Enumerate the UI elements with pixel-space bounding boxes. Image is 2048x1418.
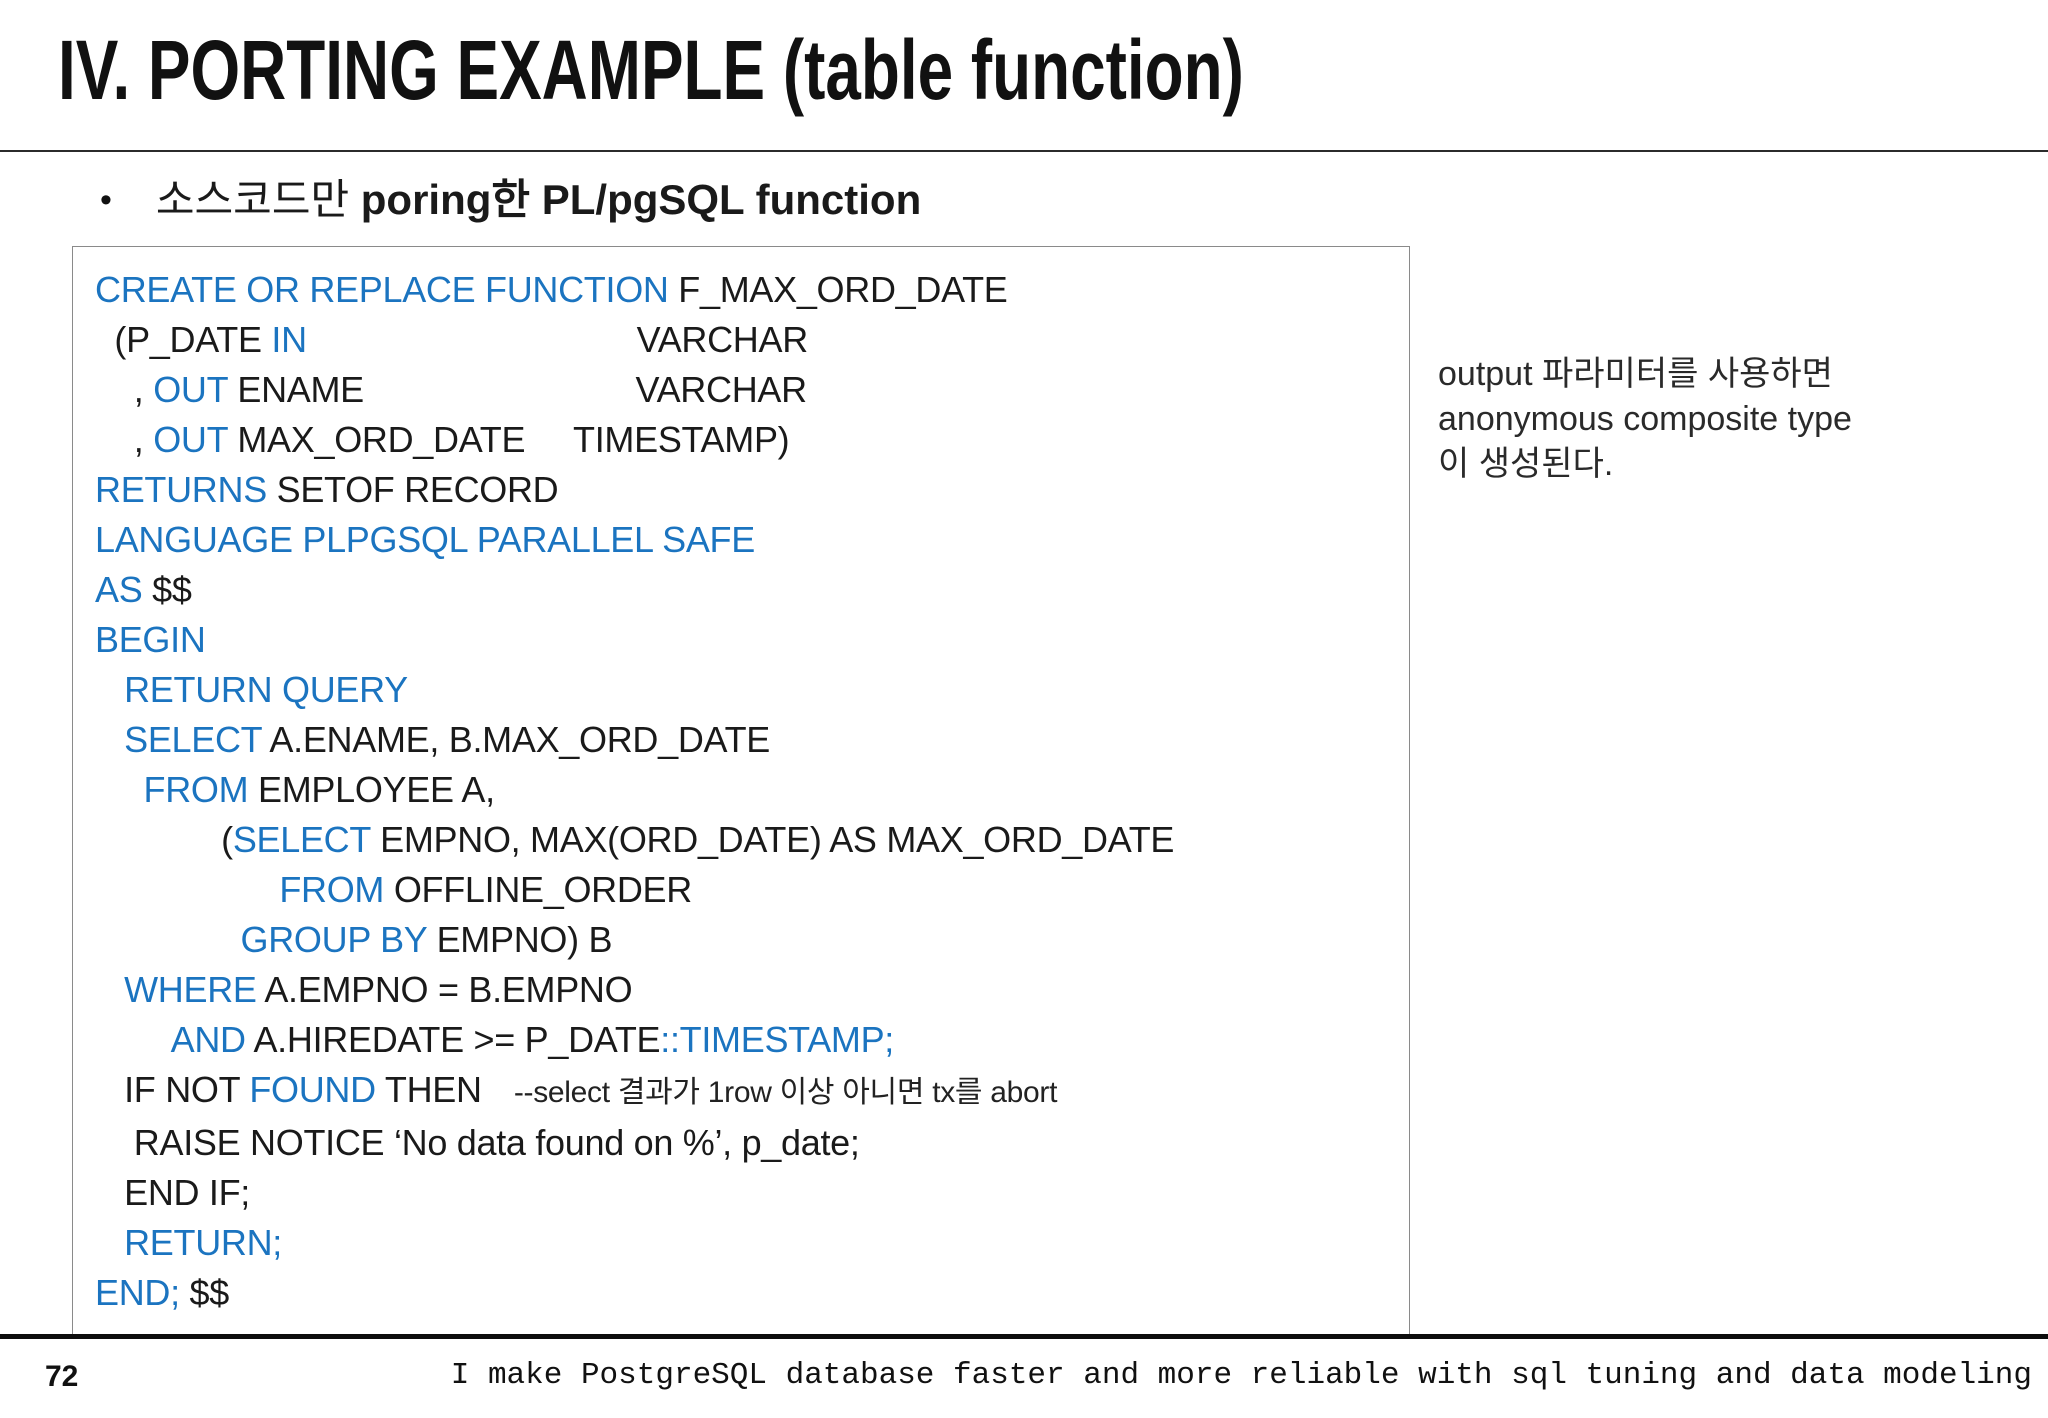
code-line: AND A.HIREDATE >= P_DATE::TIMESTAMP;	[95, 1015, 1409, 1065]
code-text: EMPNO) B	[426, 919, 613, 960]
note-line: anonymous composite type	[1438, 400, 1852, 438]
code-line: CREATE OR REPLACE FUNCTION F_MAX_ORD_DAT…	[95, 265, 1409, 315]
code-keyword: LANGUAGE PLPGSQL PARALLEL SAFE	[95, 519, 755, 560]
code-line: AS $$	[95, 565, 1409, 615]
code-line: WHERE A.EMPNO = B.EMPNO	[95, 965, 1409, 1015]
code-text: (	[95, 819, 233, 860]
code-text: ENAME VARCHAR	[227, 369, 807, 410]
page-title: IV. PORTING EXAMPLE (table function)	[58, 23, 1244, 117]
code-panel: CREATE OR REPLACE FUNCTION F_MAX_ORD_DAT…	[72, 246, 1410, 1334]
code-text: EMPLOYEE A,	[248, 769, 495, 810]
note-line: 이 생성된다.	[1438, 445, 1614, 483]
code-text: ,	[95, 419, 154, 460]
code-keyword: FROM	[143, 769, 249, 810]
code-text: $$	[142, 569, 192, 610]
code-keyword: SELECT	[124, 719, 262, 760]
code-text	[95, 1222, 124, 1263]
code-text	[95, 669, 124, 710]
code-text: SETOF RECORD	[266, 469, 559, 510]
code-comment: --select 결과가 1row 이상 아니면 tx를 abort	[481, 1076, 1058, 1109]
code-keyword: RETURN;	[124, 1222, 283, 1263]
code-line: SELECT A.ENAME, B.MAX_ORD_DATE	[95, 715, 1409, 765]
code-line: FROM EMPLOYEE A,	[95, 765, 1409, 815]
code-line: RETURN;	[95, 1218, 1409, 1268]
title-divider	[0, 150, 2048, 152]
page-number: 72	[45, 1360, 79, 1393]
side-note: output 파라미터를 사용하면 anonymous composite typ…	[1438, 352, 2028, 487]
code-keyword: RETURN QUERY	[124, 669, 408, 710]
code-keyword: SELECT	[232, 819, 371, 860]
code-line: BEGIN	[95, 615, 1409, 665]
code-text: OFFLINE_ORDER	[384, 869, 692, 910]
code-line: (SELECT EMPNO, MAX(ORD_DATE) AS MAX_ORD_…	[95, 815, 1409, 865]
code-text	[95, 719, 124, 760]
code-text: A.HIREDATE >= P_DATE	[245, 1019, 661, 1060]
code-line: IF NOT FOUND THEN --select 결과가 1row 이상 아…	[95, 1065, 1409, 1118]
code-text: ,	[95, 369, 154, 410]
code-line: LANGUAGE PLPGSQL PARALLEL SAFE	[95, 515, 1409, 565]
bullet-segment: 소스코드만	[155, 176, 361, 223]
bullet-text: 소스코드만 poring한 PL/pgSQL function	[156, 172, 921, 228]
code-text: EMPNO, MAX(ORD_DATE) AS MAX_ORD_DATE	[370, 819, 1175, 860]
code-keyword: END;	[95, 1272, 180, 1313]
code-line: , OUT MAX_ORD_DATE TIMESTAMP)	[95, 415, 1409, 465]
code-line: GROUP BY EMPNO) B	[95, 915, 1409, 965]
code-keyword: RETURNS	[95, 469, 267, 510]
code-text	[95, 769, 144, 810]
code-text	[95, 869, 279, 910]
code-text: $$	[179, 1272, 230, 1313]
code-text: F_MAX_ORD_DATE	[668, 269, 1008, 310]
code-line: END IF;	[95, 1168, 1409, 1218]
code-line: RAISE NOTICE ‘No data found on %’, p_dat…	[95, 1118, 1409, 1168]
code-text: MAX_ORD_DATE TIMESTAMP)	[227, 419, 790, 460]
code-text: THEN	[375, 1069, 482, 1110]
code-text: END IF;	[95, 1172, 251, 1213]
code-line: , OUT ENAME VARCHAR	[95, 365, 1409, 415]
code-keyword: GROUP BY	[240, 919, 428, 960]
code-text: A.ENAME, B.MAX_ORD_DATE	[261, 719, 770, 760]
code-keyword: CREATE OR REPLACE FUNCTION	[95, 269, 669, 310]
code-keyword: OUT	[153, 369, 228, 410]
note-line: output 파라미터를 사용하면	[1438, 355, 1833, 393]
code-text: A.EMPNO = B.EMPNO	[256, 969, 633, 1010]
code-keyword: FROM	[279, 869, 385, 910]
code-line: END; $$	[95, 1268, 1409, 1318]
code-text: VARCHAR	[306, 319, 809, 360]
code-keyword: ::TIMESTAMP;	[660, 1019, 895, 1060]
footer-divider	[0, 1334, 2048, 1339]
code-text: IF NOT	[95, 1069, 250, 1110]
code-line: (P_DATE IN VARCHAR	[95, 315, 1409, 365]
code-text	[95, 969, 124, 1010]
bullet-marker: •	[100, 181, 112, 219]
code-text	[95, 1019, 171, 1060]
code-keyword: AS	[95, 569, 143, 610]
code-text: (P_DATE	[95, 319, 272, 360]
footer-tagline: I make PostgreSQL database faster and mo…	[450, 1358, 2032, 1393]
code-line: RETURN QUERY	[95, 665, 1409, 715]
code-keyword: WHERE	[124, 969, 257, 1010]
code-line: FROM OFFLINE_ORDER	[95, 865, 1409, 915]
code-keyword: IN	[271, 319, 307, 360]
code-text	[95, 919, 241, 960]
code-line: RETURNS SETOF RECORD	[95, 465, 1409, 515]
code-keyword: AND	[170, 1019, 246, 1060]
code-keyword: FOUND	[249, 1069, 376, 1110]
code-text: RAISE NOTICE ‘No data found on %’, p_dat…	[95, 1122, 860, 1163]
code-keyword: OUT	[153, 419, 228, 460]
code-keyword: BEGIN	[95, 619, 206, 660]
bullet-segment: poring한 PL/pgSQL function	[360, 176, 922, 223]
bullet-row: • 소스코드만 poring한 PL/pgSQL function	[100, 172, 921, 228]
